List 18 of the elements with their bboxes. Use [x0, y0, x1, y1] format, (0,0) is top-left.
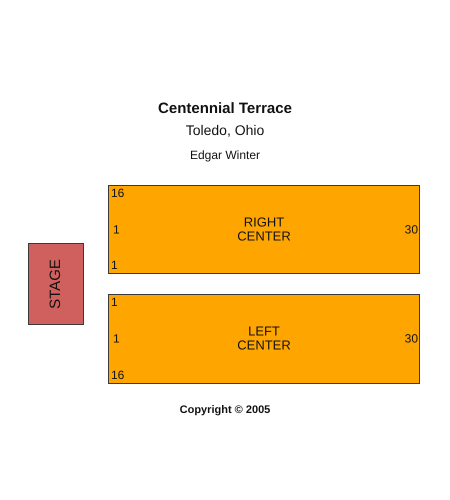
row-number: 16 [111, 187, 124, 200]
row-number: 1 [111, 258, 118, 272]
row-number: 1 [113, 332, 120, 346]
seat-number: 30 [404, 222, 418, 236]
copyright-note: Copyright © 2005 [180, 404, 270, 416]
seating-section [108, 185, 420, 274]
row-number: 1 [111, 296, 118, 310]
stage-label: STAGE [48, 259, 64, 309]
event-name: Edgar Winter [190, 148, 260, 162]
row-number: 1 [113, 222, 120, 236]
seat-number: 30 [404, 332, 418, 346]
seating-section [108, 294, 420, 384]
stage-block [28, 243, 84, 325]
venue-location: Toledo, Ohio [186, 122, 264, 138]
section-name: RIGHT CENTER [236, 215, 292, 244]
section-name: LEFT CENTER [236, 324, 292, 354]
chart-title: Centennial Terrace [158, 100, 292, 117]
row-number: 16 [111, 368, 124, 382]
